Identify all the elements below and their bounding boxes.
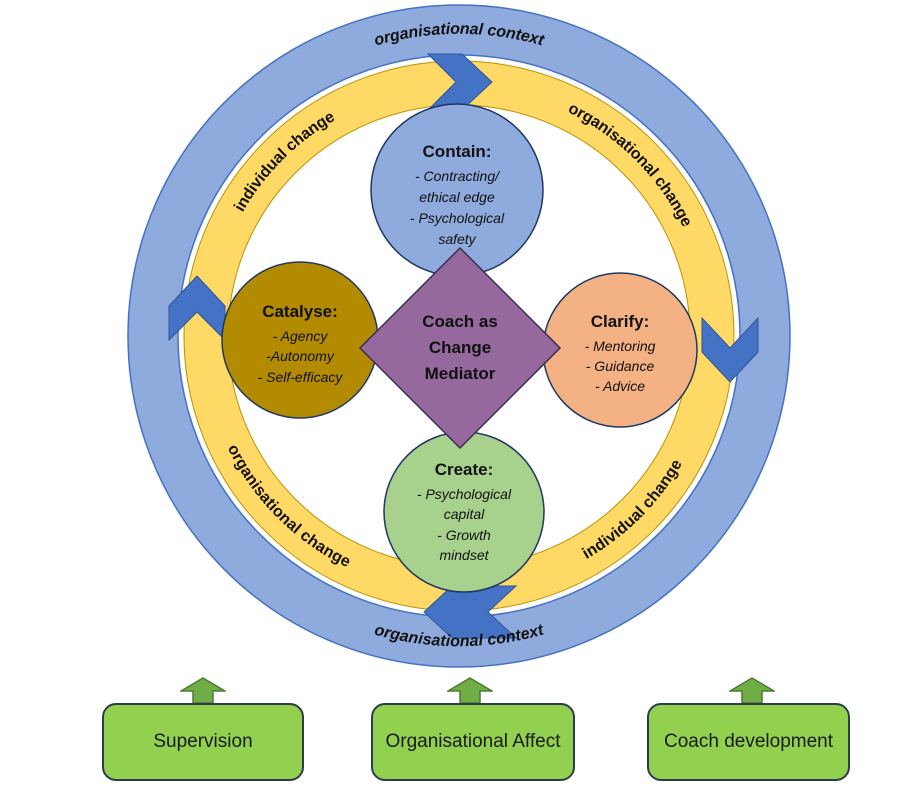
diamond-line: Coach as xyxy=(422,312,498,331)
clarify-line: - Advice xyxy=(595,378,645,394)
organisational-affect-label: Organisational Affect xyxy=(385,731,561,752)
up-arrow-icon xyxy=(180,677,226,704)
clarify-line: - Mentoring xyxy=(585,338,656,354)
supervision-box: Supervision xyxy=(102,703,304,781)
create-title: Create: xyxy=(435,460,494,479)
contain-node: Contain: - Contracting/ ethical edge - P… xyxy=(370,103,544,277)
organisational-affect-box: Organisational Affect xyxy=(371,703,575,781)
diamond-line: Mediator xyxy=(425,364,496,383)
center-diamond xyxy=(358,246,562,450)
catalyse-line: - Agency xyxy=(273,328,329,344)
supervision-label: Supervision xyxy=(153,731,253,752)
coaching-model-diagram: organisational context individual change… xyxy=(127,4,791,668)
up-arrow-icon xyxy=(729,677,775,704)
contain-line: safety xyxy=(438,231,476,247)
contain-line: ethical edge xyxy=(419,189,495,205)
create-line: capital xyxy=(444,506,485,522)
catalyse-title: Catalyse: xyxy=(262,302,338,321)
contain-line: - Psychological xyxy=(410,210,505,226)
clarify-node: Clarify: - Mentoring - Guidance - Advice xyxy=(542,272,698,428)
coach-development-label: Coach development xyxy=(664,731,833,752)
chevron-up-icon xyxy=(168,275,226,342)
catalyse-line: - Self-efficacy xyxy=(258,369,344,385)
clarify-line: - Guidance xyxy=(586,358,655,374)
create-line: mindset xyxy=(439,547,489,563)
create-line: - Growth xyxy=(437,527,491,543)
contain-title: Contain: xyxy=(423,142,492,161)
catalyse-node: Catalyse: - Agency -Autonomy - Self-effi… xyxy=(221,261,379,419)
contain-line: - Contracting/ xyxy=(415,168,501,184)
center-diamond-node: Coach as Change Mediator xyxy=(358,246,562,450)
diamond-line: Change xyxy=(429,338,491,357)
create-line: - Psychological xyxy=(417,486,512,502)
clarify-title: Clarify: xyxy=(591,312,650,331)
catalyse-line: -Autonomy xyxy=(266,348,335,364)
up-arrow-icon xyxy=(447,677,493,704)
coach-development-box: Coach development xyxy=(647,703,850,781)
create-node: Create: - Psychological capital - Growth… xyxy=(383,431,545,593)
chevron-down-icon xyxy=(701,316,759,383)
